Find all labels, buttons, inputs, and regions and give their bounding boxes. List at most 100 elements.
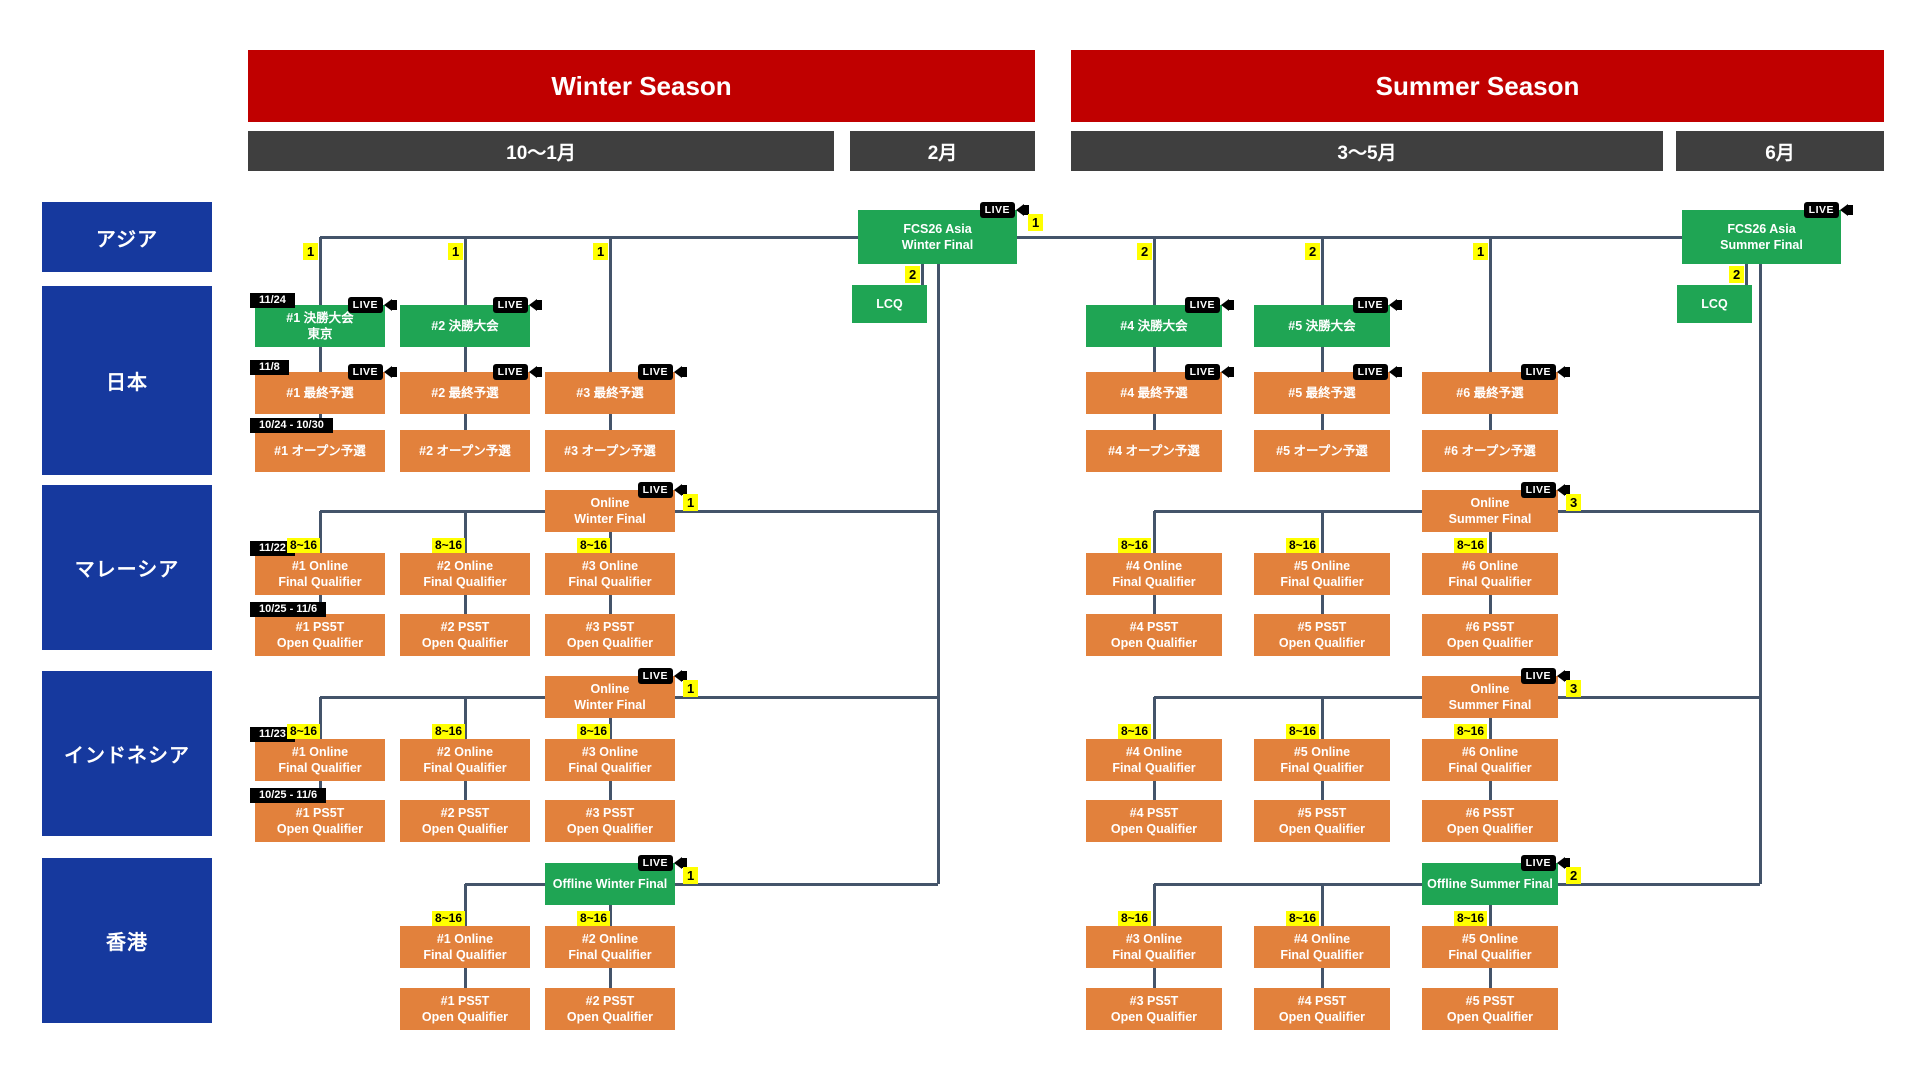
- connector: [609, 718, 612, 739]
- camera-icon-body: [392, 367, 397, 377]
- connector: [1153, 968, 1156, 988]
- connector: [1321, 414, 1324, 430]
- node-label: #1 決勝大会 東京: [286, 310, 354, 341]
- count-badge: 8~16: [287, 724, 321, 739]
- camera-icon: [1840, 204, 1848, 216]
- node-online_regions-0-seasons-summer-qualifiers-1: #5 Online Final Qualifier 8~16: [1254, 538, 1390, 595]
- node-label: #2 PS5T Open Qualifier: [421, 619, 509, 650]
- node-online_regions-1-seasons-winter-opens-2: #3 PS5T Open Qualifier: [545, 800, 675, 842]
- camera-icon-body: [1229, 300, 1234, 310]
- node-label: #5 Online Final Qualifier: [1280, 558, 1364, 589]
- connector: [675, 510, 938, 513]
- advance-badge: 3: [1566, 494, 1582, 511]
- live-badge: LIVE: [979, 201, 1029, 219]
- connector: [1154, 883, 1422, 886]
- node-label: #6 PS5T Open Qualifier: [1446, 805, 1534, 836]
- date-badge: 11/22: [250, 541, 295, 556]
- node-label: #5 PS5T Open Qualifier: [1446, 993, 1534, 1024]
- connector: [1153, 237, 1156, 305]
- connector: [1489, 781, 1492, 800]
- node-online_regions-0-seasons-winter-opens-1: #2 PS5T Open Qualifier: [400, 614, 530, 656]
- connector: [1558, 696, 1760, 699]
- node-label: FCS26 Asia Summer Final: [1720, 221, 1803, 252]
- node-label: #3 PS5T Open Qualifier: [566, 619, 654, 650]
- node-label: Offline Summer Final: [1427, 876, 1553, 891]
- count-badge: 8~16: [287, 538, 321, 553]
- connector: [1153, 884, 1156, 926]
- connector: [1489, 718, 1492, 739]
- connector: [1321, 595, 1324, 614]
- season-header-winter: Winter Season: [248, 50, 1035, 122]
- live-badge: LIVE: [1520, 363, 1570, 381]
- count-badge: 8~16: [1286, 538, 1320, 553]
- live-label: LIVE: [347, 364, 383, 380]
- node-label: #6 オープン予選: [1444, 443, 1536, 458]
- node-label: #3 オープン予選: [564, 443, 656, 458]
- count-badge: 8~16: [432, 538, 466, 553]
- count-badge: 8~16: [1286, 911, 1320, 926]
- live-label: LIVE: [1520, 668, 1556, 684]
- node-label: #4 PS5T Open Qualifier: [1110, 619, 1198, 650]
- count-badge: 8~16: [577, 724, 611, 739]
- live-label: LIVE: [1520, 364, 1556, 380]
- node-online_regions-1-seasons-summer-opens-2: #6 PS5T Open Qualifier: [1422, 800, 1558, 842]
- node-online_regions-0-seasons-winter-opens-2: #3 PS5T Open Qualifier: [545, 614, 675, 656]
- node-online_regions-2-seasons-winter-opens-0: #1 PS5T Open Qualifier: [400, 988, 530, 1030]
- date-badge: 10/25 - 11/6: [250, 602, 327, 617]
- camera-icon: [1557, 670, 1565, 682]
- connector: [319, 511, 322, 553]
- camera-icon-body: [682, 485, 687, 495]
- node-label: #5 Online Final Qualifier: [1280, 744, 1364, 775]
- camera-icon: [1389, 366, 1397, 378]
- node-label: #2 PS5T Open Qualifier: [421, 805, 509, 836]
- camera-icon: [1557, 366, 1565, 378]
- connector: [319, 237, 322, 305]
- node-online_regions-2-seasons-summer-opens-0: #3 PS5T Open Qualifier: [1086, 988, 1222, 1030]
- connector: [1153, 511, 1156, 553]
- live-label: LIVE: [1352, 297, 1388, 313]
- live-badge: LIVE: [637, 667, 687, 685]
- connector: [1489, 414, 1492, 430]
- connector: [1558, 883, 1760, 886]
- connector: [1321, 697, 1324, 739]
- connector: [464, 884, 467, 926]
- count-badge: 8~16: [577, 538, 611, 553]
- camera-icon: [384, 366, 392, 378]
- live-badge: LIVE: [1803, 201, 1853, 219]
- slot-badge: 2: [1305, 243, 1321, 260]
- node-label: #4 PS5T Open Qualifier: [1278, 993, 1366, 1024]
- camera-icon-body: [537, 300, 542, 310]
- connector: [320, 696, 545, 699]
- node-label: #1 最終予選: [286, 385, 354, 400]
- node-label: #2 最終予選: [431, 385, 499, 400]
- slot-badge: 1: [448, 243, 464, 260]
- node-label: Online Winter Final: [574, 681, 646, 712]
- node-label: #1 Online Final Qualifier: [423, 931, 507, 962]
- live-label: LIVE: [979, 202, 1015, 218]
- connector: [609, 532, 612, 553]
- date-badge: 10/24 - 10/30: [250, 418, 333, 433]
- advance-badge: 3: [1566, 680, 1582, 697]
- connector: [1321, 781, 1324, 800]
- connector: [675, 883, 938, 886]
- node-online_regions-2-seasons-summer-opens-2: #5 PS5T Open Qualifier: [1422, 988, 1558, 1030]
- count-badge: 8~16: [1118, 724, 1152, 739]
- node-label: #3 PS5T Open Qualifier: [1110, 993, 1198, 1024]
- connector: [1153, 414, 1156, 430]
- region-label-indonesia: インドネシア: [42, 671, 212, 836]
- connector: [1153, 347, 1156, 372]
